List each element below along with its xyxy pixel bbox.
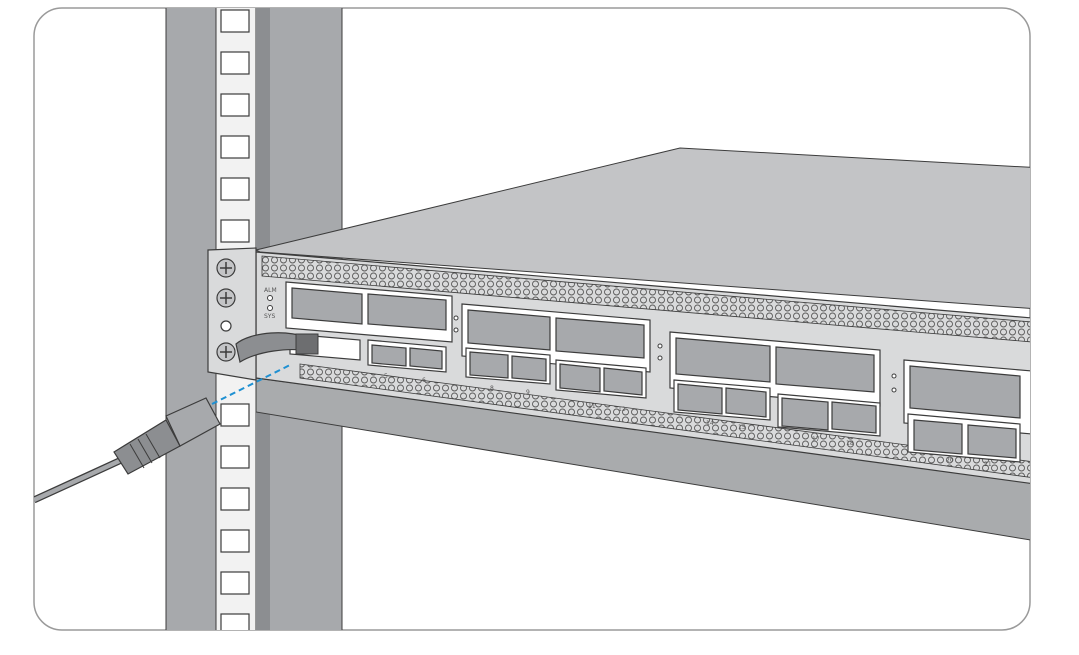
screw-icon: [216, 342, 236, 362]
sys-label: SYS: [264, 313, 275, 320]
port-label-9: 9: [526, 389, 530, 396]
power-cable: [34, 397, 221, 504]
port-label-18: 18: [846, 440, 854, 447]
port-label-14: 14: [706, 420, 714, 427]
connection-callout-line: [211, 363, 293, 405]
port-label-8: 8: [490, 385, 494, 392]
console-connector: [235, 332, 319, 363]
port-label-11: 11: [588, 403, 596, 410]
port-label-21: 21: [984, 461, 992, 468]
port-group-4: [903, 359, 1030, 463]
vent-strip-top: [261, 255, 1030, 347]
port-labels: 5 6 8 9 11 12 14 15 17 18 20 21: [384, 373, 992, 468]
power-plug-icon: [113, 397, 221, 475]
port-label-15: 15: [738, 424, 746, 431]
port-label-20: 20: [946, 457, 954, 464]
port-label-6: 6: [422, 377, 426, 384]
port-label-5: 5: [384, 373, 388, 380]
screw-icon: [216, 258, 236, 278]
screw-icon: [216, 288, 236, 308]
chassis-top: [254, 147, 1030, 313]
port-label-12: 12: [618, 406, 626, 413]
alm-label: ALM: [264, 287, 277, 294]
rack-holes: [220, 9, 250, 630]
ground-hole-icon: [220, 320, 232, 332]
status-leds: ALM SYS: [264, 287, 897, 393]
vent-strip-bottom: [299, 363, 1030, 485]
port-label-17: 17: [812, 436, 820, 443]
port-group-3: [669, 331, 881, 437]
port-group-2: [461, 303, 651, 399]
mounting-ear: [207, 247, 257, 381]
port-group-1: [285, 281, 453, 373]
